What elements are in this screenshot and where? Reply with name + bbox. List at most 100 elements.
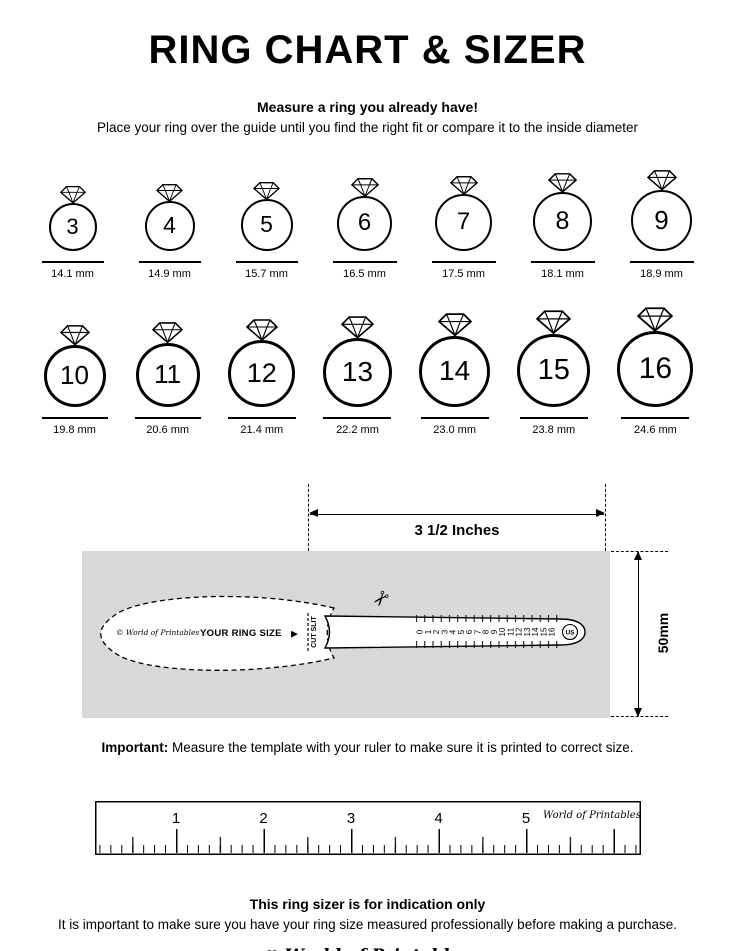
ring-size-item: 16 24.6 mm — [617, 306, 694, 436]
ring-underline — [519, 416, 588, 419]
ring-circle: 5 — [240, 198, 293, 251]
strap-size-2: 2 — [432, 629, 441, 634]
ring-underline — [134, 416, 201, 419]
height-measure-label: 50mm — [655, 612, 672, 653]
ring-size-item: 3 14.1 mm — [41, 185, 104, 280]
intro-block: Measure a ring you already have! Place y… — [0, 99, 735, 135]
ring-size-item: 14 23.0 mm — [419, 312, 491, 436]
footer-text: It is important to make sure you have yo… — [57, 916, 678, 932]
ring-underline — [629, 260, 694, 263]
ring-size-item: 10 19.8 mm — [41, 324, 108, 436]
ring-diameter-label: 24.6 mm — [634, 423, 677, 436]
strap-size-4: 4 — [449, 629, 458, 634]
ring-size-number: 4 — [163, 212, 176, 238]
ring-circle: 10 — [43, 344, 106, 407]
diamond-icon — [253, 181, 280, 200]
ring-size-item: 7 17.5 mm — [431, 175, 496, 280]
ring-circle: 14 — [419, 335, 491, 407]
ring-circle: 15 — [517, 333, 591, 407]
verification-ruler: 1 2 3 4 5 World of Printables ♡ — [94, 800, 653, 860]
ring-diameter-label: 21.4 mm — [240, 423, 284, 436]
ring-size-number: 6 — [357, 209, 372, 236]
ruler-number-4: 4 — [434, 810, 442, 827]
ring-size-number: 9 — [654, 204, 669, 235]
ring-diameter-label: 20.6 mm — [146, 423, 190, 436]
ruler-number-5: 5 — [521, 810, 529, 827]
ring-underline — [530, 260, 595, 263]
diamond-icon — [340, 315, 374, 339]
diamond-icon — [637, 306, 674, 332]
ring-diameter-label: 16.5 mm — [343, 267, 386, 280]
sizer-paddle-outline — [100, 595, 336, 671]
your-ring-size-label: YOUR RING SIZE — [200, 628, 282, 639]
measure-dash-bottom — [611, 716, 668, 717]
strap-size-8: 8 — [482, 629, 491, 634]
important-text: Measure the template with your ruler to … — [168, 739, 634, 755]
ring-circle: 13 — [322, 337, 392, 407]
ring-underline — [138, 260, 201, 263]
diamond-icon — [156, 183, 183, 202]
ring-size-item: 9 18.9 mm — [629, 169, 694, 280]
ring-row-2: 10 19.8 mm 11 20.6 mm 12 21.4 mm 13 22. — [41, 306, 694, 436]
height-arrow — [633, 550, 642, 717]
ring-size-item: 13 22.2 mm — [322, 315, 392, 436]
brand-logo: ♥ World of Printables — [0, 946, 735, 951]
ring-size-number: 15 — [537, 353, 570, 386]
strap-size-10: 10 — [498, 627, 507, 636]
ring-size-number: 8 — [555, 206, 570, 235]
ring-diameter-label: 14.1 mm — [51, 267, 94, 280]
ruler-graphic: 1 2 3 4 5 World of Printables ♡ — [94, 800, 653, 855]
ring-sizer-section: 3 1/2 Inches 50mm — [0, 470, 735, 726]
important-label: Important: — [101, 739, 169, 755]
intro-heading: Measure a ring you already have! — [257, 99, 478, 115]
diamond-icon — [350, 177, 379, 197]
ring-underline — [41, 416, 108, 419]
ring-circle: 7 — [435, 193, 492, 251]
ring-diameter-label: 18.9 mm — [640, 267, 683, 280]
ring-row-1: 3 14.1 mm 4 14.9 mm 5 15.7 mm 6 16.5 mm — [41, 169, 694, 280]
strap-size-11: 11 — [506, 627, 515, 636]
brand-logo-text: World of Printables — [285, 946, 470, 951]
strap-size-13: 13 — [523, 627, 532, 636]
footer-heading: This ring sizer is for indication only — [249, 895, 486, 912]
strap-size-1: 1 — [424, 629, 433, 634]
diamond-icon — [245, 318, 278, 341]
ring-size-item: 5 15.7 mm — [235, 181, 298, 280]
ring-diameter-label: 15.7 mm — [245, 267, 288, 280]
ring-diameter-label: 19.8 mm — [53, 423, 96, 436]
ring-diameter-label: 22.2 mm — [336, 423, 379, 436]
ring-size-number: 7 — [456, 208, 471, 235]
strap-size-14: 14 — [531, 627, 540, 636]
ring-underline — [235, 260, 298, 263]
diamond-icon — [59, 325, 90, 346]
ring-circle: 8 — [533, 191, 592, 251]
strap-size-7: 7 — [473, 629, 482, 634]
diamond-icon — [437, 313, 472, 337]
scissors-icon: ✂ — [366, 584, 394, 611]
diamond-icon — [536, 310, 572, 335]
ring-circle: 16 — [617, 330, 694, 407]
ring-size-number: 12 — [246, 357, 277, 388]
ring-underline — [431, 260, 496, 263]
heart-icon: ♥ — [265, 947, 278, 951]
ring-size-number: 10 — [60, 360, 89, 390]
ring-size-item: 12 21.4 mm — [227, 318, 296, 436]
cut-slit-label: CUT SLIT — [311, 615, 318, 647]
ring-circle: 11 — [135, 342, 200, 407]
diamond-icon — [449, 175, 478, 195]
strap-size-5: 5 — [457, 629, 466, 634]
ring-underline — [621, 416, 690, 419]
strap-size-6: 6 — [465, 629, 474, 634]
strap-size-0: 0 — [416, 629, 425, 634]
diamond-icon — [646, 170, 677, 191]
ring-size-item: 4 14.9 mm — [138, 183, 201, 280]
ring-underline — [332, 260, 397, 263]
ring-circle: 9 — [631, 189, 692, 251]
ring-circle: 6 — [337, 195, 392, 251]
diamond-icon — [152, 322, 184, 344]
ring-diameter-label: 23.8 mm — [532, 423, 576, 436]
ring-size-chart: 3 14.1 mm 4 14.9 mm 5 15.7 mm 6 16.5 mm — [41, 169, 694, 436]
ruler-number-1: 1 — [171, 810, 179, 827]
ring-size-item: 6 16.5 mm — [332, 177, 397, 280]
